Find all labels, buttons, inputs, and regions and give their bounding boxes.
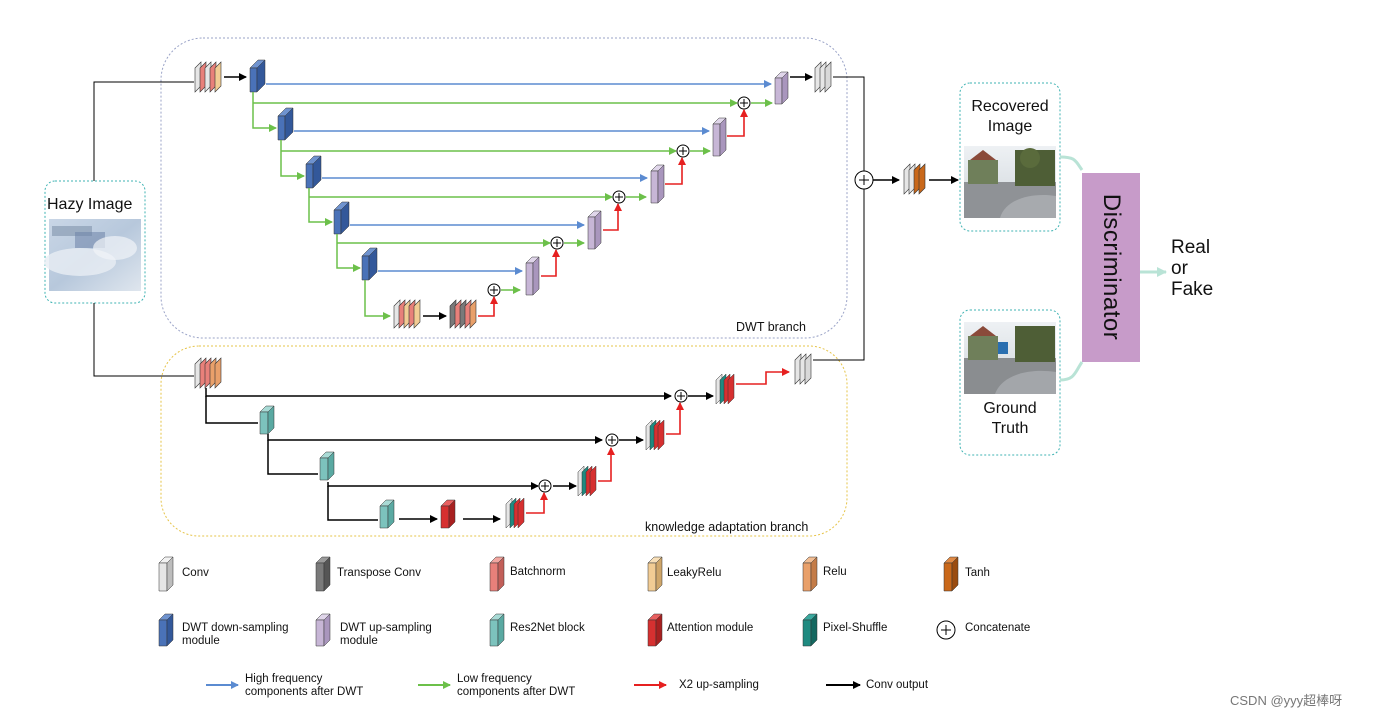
real-or-fake-label: Real or Fake [1171,237,1214,300]
legend-high-freq: High frequency components after DWT [245,673,364,698]
legend-concatenate: Concatenate [965,622,1031,634]
knowledge-branch-label: knowledge adaptation branch [645,520,809,534]
legend-x2-upsampling: X2 up-sampling [679,679,759,691]
dwt-branch-label: DWT branch [736,320,806,334]
watermark: CSDN @yyy超棒呀 [1230,693,1343,708]
high-freq-arrows [266,80,772,275]
legend-dwt-up: DWT up-sampling module [340,622,432,647]
legend-dwt-down: DWT down-sampling module [182,622,289,647]
legend-leakyrelu: LeakyRelu [667,567,722,579]
input-to-dwt-line [93,81,194,181]
legend-relu: Relu [823,566,847,578]
recovered-image-thumbnail [964,146,1056,218]
dwt-exit-conv-stack [814,61,832,93]
hazy-image-box [44,180,146,304]
dwt-branch-box [160,37,848,339]
dwt-bottom-stacks [393,299,477,329]
discriminator-block [1082,173,1140,362]
discriminator-label: Discriminator [1098,193,1125,341]
low-freq-arrows [253,99,773,294]
recovered-to-discriminator [1059,155,1084,171]
recovered-image-label: Recovered Image [971,98,1049,135]
legend-low-freq: Low frequency components after DWT [457,673,576,698]
legend-attention: Attention module [667,622,754,634]
ka-entry-stack [194,357,222,389]
legend-conv-output: Conv output [866,679,929,691]
ka-to-merge [813,189,865,361]
low-freq-cascade [252,92,391,320]
hazy-image-thumbnail [44,219,141,291]
ground-truth-label: Ground Truth [983,400,1037,437]
ka-x2-upsampling [526,368,790,514]
input-to-ka-line [93,303,194,377]
merge-concat-node [854,170,874,190]
dwt-up-modules [525,71,789,296]
ground-truth-thumbnail [964,322,1056,394]
legend-transpose-conv: Transpose Conv [337,567,421,579]
res2net-blocks [259,405,395,529]
tail-stack [903,163,926,195]
ground-truth-box [959,309,1061,456]
legend-batchnorm: Batchnorm [510,566,566,578]
ka-concat-nodes [538,389,688,493]
ka-conv-outputs [205,388,714,523]
legend-icons [158,556,959,689]
attention-block [440,499,456,529]
legend-tanh: Tanh [965,567,990,579]
hazy-image-label: Hazy Image [47,196,133,213]
dwt-entry-conv-stack [194,61,222,93]
dwt-to-merge [833,76,865,171]
recovered-image-box [959,82,1061,232]
legend-res2net: Res2Net block [510,622,585,634]
dwt-concat-nodes [487,96,751,297]
ka-exit-conv-stack [794,353,812,385]
pixelshuffle-attention-pairs [505,373,735,529]
knowledge-branch-box [160,345,848,537]
legend-conv: Conv [182,567,209,579]
dwt-down-modules [249,59,378,281]
dwt-x2-upsampling [478,109,748,317]
legend-pixel-shuffle: Pixel-Shuffle [823,622,888,634]
truth-to-discriminator [1059,361,1084,382]
